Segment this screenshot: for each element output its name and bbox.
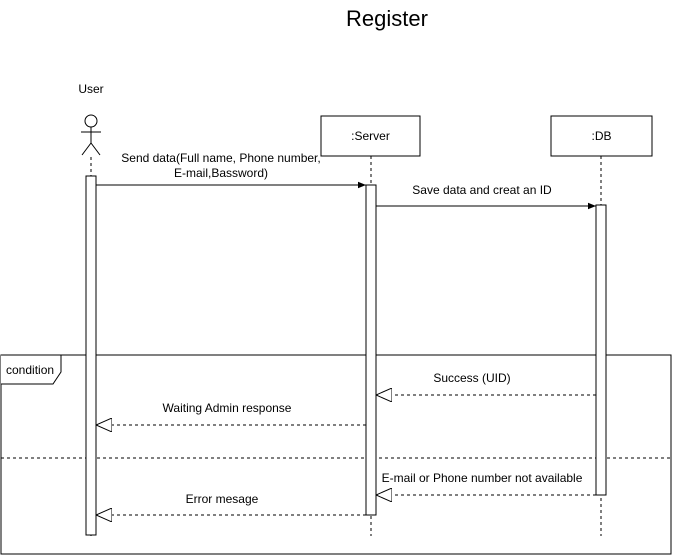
actor-user-icon — [81, 114, 101, 156]
condition-frame-label: condition — [6, 363, 54, 377]
message-error-label: Error mesage — [186, 492, 259, 506]
activation-db — [595, 204, 607, 496]
participant-server-box — [320, 115, 421, 157]
condition-frame-tab — [1, 354, 62, 385]
message-send-data-label-line2: E-mail,Bassword) — [174, 166, 268, 180]
message-waiting-label: Waiting Admin response — [163, 401, 292, 415]
diagram-title: Register — [346, 6, 428, 31]
message-success-label: Success (UID) — [433, 371, 510, 385]
activation-user — [85, 175, 97, 536]
actor-user-label: User — [78, 82, 103, 96]
message-save-data-label: Save data and creat an ID — [412, 183, 552, 197]
message-send-data-label-line1: Send data(Full name, Phone number, — [121, 151, 320, 165]
participant-db-label: :DB — [591, 129, 611, 143]
condition-frame — [0, 354, 672, 555]
message-not-available-label: E-mail or Phone number not available — [382, 471, 583, 485]
participant-server-label: :Server — [351, 129, 390, 143]
activation-server — [365, 184, 377, 516]
participant-db-box — [550, 115, 653, 157]
